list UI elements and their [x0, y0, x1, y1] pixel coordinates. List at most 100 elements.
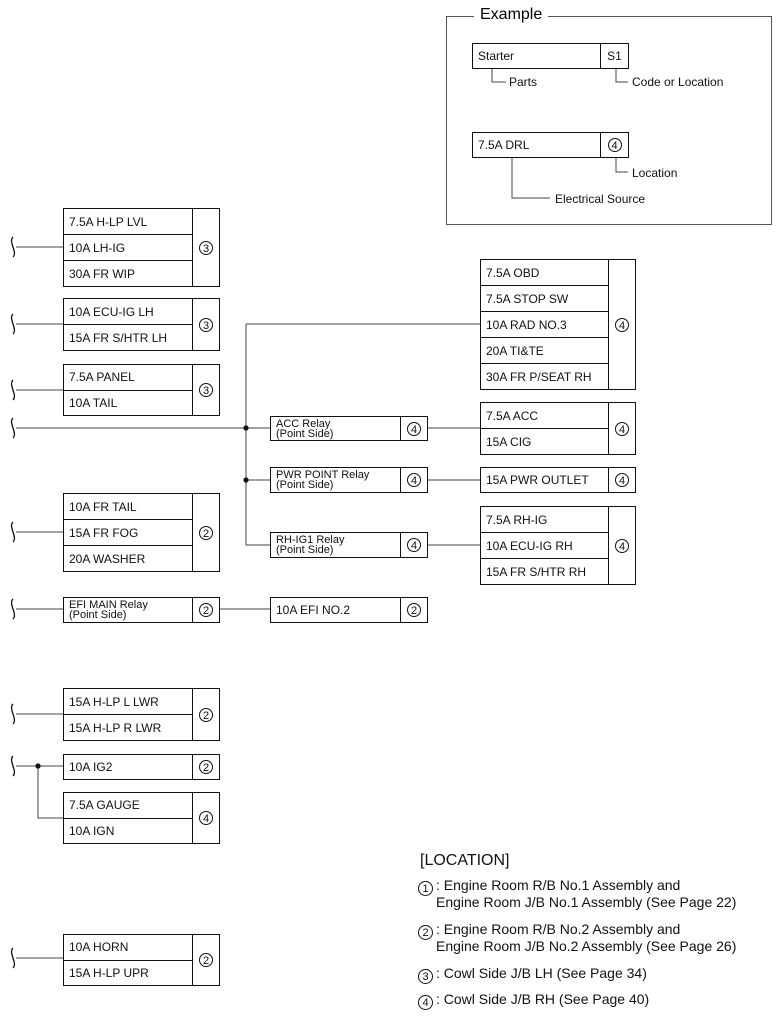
fuse-row: 10A RAD NO.3	[481, 312, 608, 338]
relay-name: EFI MAIN Relay	[69, 599, 148, 611]
fuse-row: 30A FR P/SEAT RH	[486, 369, 592, 384]
fuse-row: 20A TI&TE	[481, 338, 608, 364]
leader-parts	[491, 66, 506, 83]
relay-efi-main: EFI MAIN Relay(Point Side) 2	[63, 597, 220, 623]
fuse-row: 10A HORN	[64, 935, 192, 961]
location-marker-icon: 2	[199, 953, 213, 967]
break-symbol	[10, 598, 16, 620]
location-cell: 4	[608, 403, 635, 454]
relay-side: (Point Side)	[69, 609, 127, 621]
fuse-block-hlp-lwr: 15A H-LP L LWR 15A H-LP R LWR 2	[63, 688, 220, 741]
fuse-row: 10A FR TAIL	[64, 494, 192, 520]
location-marker-icon: 2	[199, 525, 213, 540]
source-caption: Electrical Source	[555, 192, 646, 206]
relay-side: (Point Side)	[276, 427, 334, 440]
fuse-row: 7.5A PANEL	[64, 365, 192, 391]
break-symbol	[10, 313, 16, 335]
location-marker-icon: 4	[407, 473, 421, 487]
fuse-row: 10A IG2	[69, 760, 113, 774]
fuse-row: 15A FR S/HTR LH	[69, 330, 168, 345]
fuse-row: 30A FR WIP	[69, 266, 136, 281]
wire-ig-branch	[37, 766, 63, 819]
location-marker-icon: 4	[607, 138, 622, 152]
location-number-icon: 4	[418, 995, 433, 1010]
fuse-row: 7.5A OBD	[481, 260, 608, 286]
legend-title: [LOCATION]	[420, 852, 510, 869]
leader-code	[615, 66, 628, 83]
fuse-row: 15A FR FOG	[64, 520, 192, 546]
location-number-icon: 3	[418, 969, 433, 984]
fuse-row: 20A WASHER	[69, 551, 146, 566]
junction-dot	[243, 425, 249, 431]
example-parts-box: Starter S1	[472, 43, 629, 69]
location-number-icon: 2	[418, 925, 433, 940]
fuse-row: 15A FR S/HTR RH	[486, 564, 587, 579]
location-cell: 2	[192, 935, 219, 985]
legend-item-1: 1: Engine Room R/B No.1 Assembly and Eng…	[418, 877, 736, 911]
break-symbol	[10, 755, 16, 777]
fuse-row: 15A H-LP R LWR	[69, 720, 162, 735]
fuse-row: 15A H-LP L LWR	[64, 689, 192, 715]
location-number-icon: 1	[418, 881, 433, 896]
location-cell: 3	[192, 209, 219, 286]
example-parts-label: Starter	[478, 49, 515, 63]
location-cell: 4	[400, 417, 427, 440]
location-cell: 3	[192, 299, 219, 350]
location-cell: 4	[400, 533, 427, 557]
fuse-row: 10A TAIL	[69, 395, 118, 410]
fuse-row: 15A CIG	[486, 434, 532, 449]
example-source-box: 7.5A DRL 4	[472, 132, 629, 158]
location-marker-icon: 2	[199, 707, 213, 722]
location-marker-icon: 4	[407, 421, 421, 436]
location-marker-icon: 4	[407, 538, 421, 552]
fuse-row: 15A PWR OUTLET	[486, 473, 589, 487]
example-title: Example	[474, 6, 549, 24]
relay-label: PWR POINT Relay(Point Side)	[271, 468, 400, 492]
break-symbol	[10, 236, 16, 258]
location-marker-icon: 2	[407, 603, 421, 617]
legend-item-3: 3: Cowl Side J/B LH (See Page 34)	[418, 965, 647, 984]
legend-text: : Engine Room R/B No.2 Assembly and Engi…	[436, 921, 737, 954]
break-symbol	[10, 703, 16, 725]
fuse-row: 10A ECU-IG LH	[64, 299, 192, 325]
relay-pwr-point: PWR POINT Relay(Point Side) 4	[270, 467, 428, 493]
location-marker-icon: 3	[199, 317, 213, 332]
location-cell: 4	[608, 507, 635, 584]
location-cell: 4	[192, 793, 219, 843]
code-caption: Code or Location	[632, 75, 724, 89]
fuse-block-ecu-lh: 10A ECU-IG LH 15A FR S/HTR LH 3	[63, 298, 220, 351]
relay-side: (Point Side)	[276, 479, 334, 491]
legend-item-4: 4: Cowl Side J/B RH (See Page 40)	[418, 991, 649, 1010]
leader-source	[511, 158, 550, 199]
fuse-row: 7.5A H-LP LVL	[64, 209, 192, 235]
relay-name: PWR POINT Relay	[276, 469, 370, 481]
wire-bus	[245, 324, 270, 546]
location-cell: 2	[192, 598, 219, 622]
location-marker-icon: 4	[615, 317, 629, 332]
fuse-row: 7.5A GAUGE	[64, 793, 192, 819]
fuse-row: 10A ECU-IG RH	[481, 533, 608, 559]
fuse-block-pwr-outlet: 15A PWR OUTLET 4	[480, 467, 636, 493]
location-marker-icon: 4	[615, 538, 629, 553]
location-cell: 2	[400, 598, 427, 622]
relay-rh-ig1: RH-IG1 Relay(Point Side)4	[270, 532, 428, 558]
location-marker-icon: 2	[199, 603, 213, 617]
fuse-row: 15A H-LP UPR	[69, 965, 149, 980]
legend-item-2: 2: Engine Room R/B No.2 Assembly and Eng…	[418, 921, 736, 955]
break-symbol	[10, 417, 16, 439]
relay-name: RH-IG1 Relay	[276, 534, 345, 546]
legend-text: : Cowl Side J/B RH (See Page 40)	[436, 991, 650, 1007]
location-caption: Location	[632, 166, 678, 180]
location-cell: 4	[608, 468, 635, 492]
junction-dot	[35, 763, 41, 769]
relay-label: EFI MAIN Relay(Point Side)	[64, 598, 192, 622]
